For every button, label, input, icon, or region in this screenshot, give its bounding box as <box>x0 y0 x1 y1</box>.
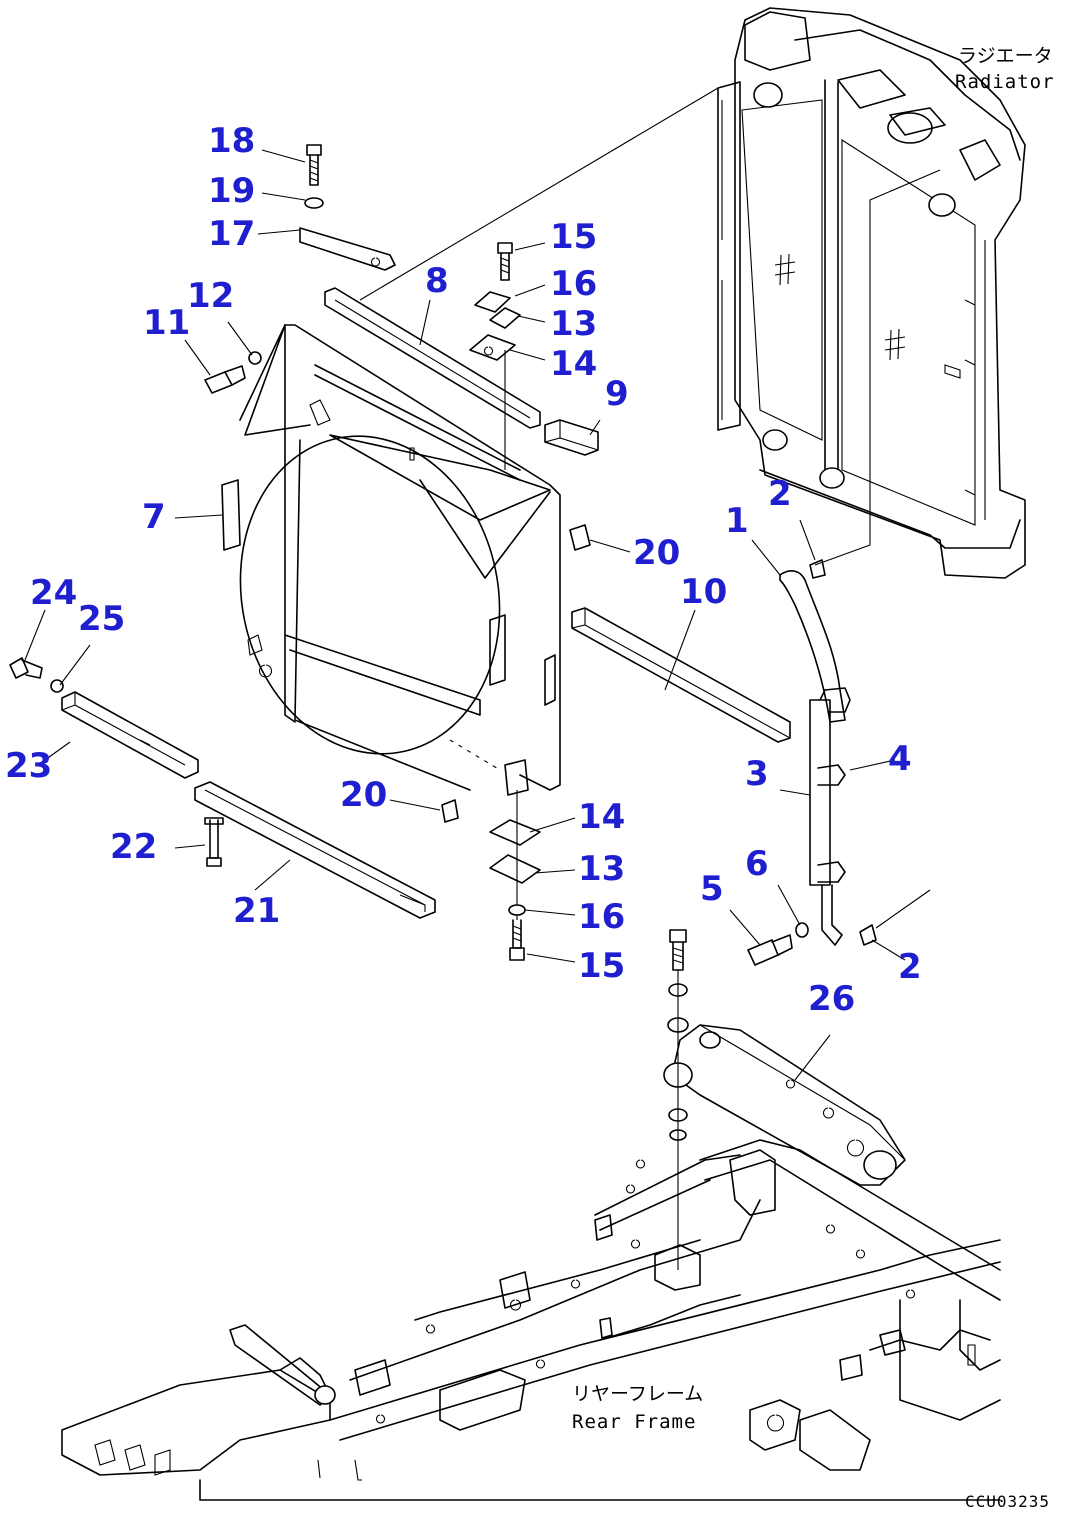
radiator-assembly: ラジエータ Radiator <box>717 7 1055 579</box>
part-11-12-bolt <box>204 351 262 394</box>
callout-15-lower: 15 <box>578 946 625 986</box>
callout-12: 12 <box>187 276 234 316</box>
radiator-label-jp: ラジエータ <box>958 45 1053 67</box>
callout-1: 1 <box>725 501 749 541</box>
callout-24: 24 <box>30 573 77 613</box>
part-21-channel <box>194 781 436 919</box>
callout-20-lower: 20 <box>340 775 387 815</box>
callout-4: 4 <box>888 739 912 779</box>
part-8-upper-bar <box>324 87 719 429</box>
callout-16-lower: 16 <box>578 897 625 937</box>
callout-19: 19 <box>208 171 255 211</box>
rear-frame-label-en: Rear Frame <box>572 1411 696 1433</box>
fan-shroud <box>221 324 561 796</box>
callout-3: 3 <box>745 754 769 794</box>
callout-13-lower: 13 <box>578 849 625 889</box>
callout-13-upper: 13 <box>550 304 597 344</box>
callout-16-upper: 16 <box>550 264 597 304</box>
callout-14-upper: 14 <box>550 344 597 384</box>
callout-21: 21 <box>233 891 280 931</box>
part-26-tank <box>663 929 906 1270</box>
callout-7: 7 <box>142 497 166 537</box>
radiator-label-en: Radiator <box>955 71 1055 93</box>
part-23-24-25-bracket <box>9 657 199 779</box>
callout-18: 18 <box>208 121 255 161</box>
callout-17: 17 <box>208 214 255 254</box>
part-9-block <box>544 419 599 456</box>
part-22-bolt <box>204 817 224 867</box>
callout-20-right: 20 <box>633 533 680 573</box>
callout-2-lower: 2 <box>898 947 922 987</box>
callout-9: 9 <box>605 374 629 414</box>
callout-2-upper: 2 <box>768 474 792 514</box>
callout-23: 23 <box>5 746 52 786</box>
bottom-mount-stack <box>489 790 541 961</box>
callout-8: 8 <box>425 261 449 301</box>
callout-15-upper: 15 <box>550 217 597 257</box>
callout-5: 5 <box>700 869 724 909</box>
part-10-bar <box>571 607 791 743</box>
top-mount-stack <box>469 242 521 470</box>
callout-10: 10 <box>680 572 727 612</box>
callout-25: 25 <box>78 599 125 639</box>
leader-lines <box>24 149 906 1081</box>
drawing-code: CCU03235 <box>965 1492 1050 1511</box>
callout-11: 11 <box>143 303 190 343</box>
rear-frame: リヤーフレーム Rear Frame <box>61 1139 1001 1501</box>
callout-14-lower: 14 <box>578 797 625 837</box>
rear-frame-label-jp: リヤーフレーム <box>572 1383 703 1405</box>
part-20-spacers <box>441 524 591 823</box>
callout-26: 26 <box>808 979 855 1019</box>
callout-22: 22 <box>110 827 157 867</box>
callout-6: 6 <box>745 844 769 884</box>
callout-numbers: 1 2 2 3 4 5 6 7 8 9 10 11 12 13 13 14 14… <box>5 121 922 1019</box>
part-17-19-18-fasteners <box>299 144 396 271</box>
hose-pipe-assembly <box>747 169 941 966</box>
